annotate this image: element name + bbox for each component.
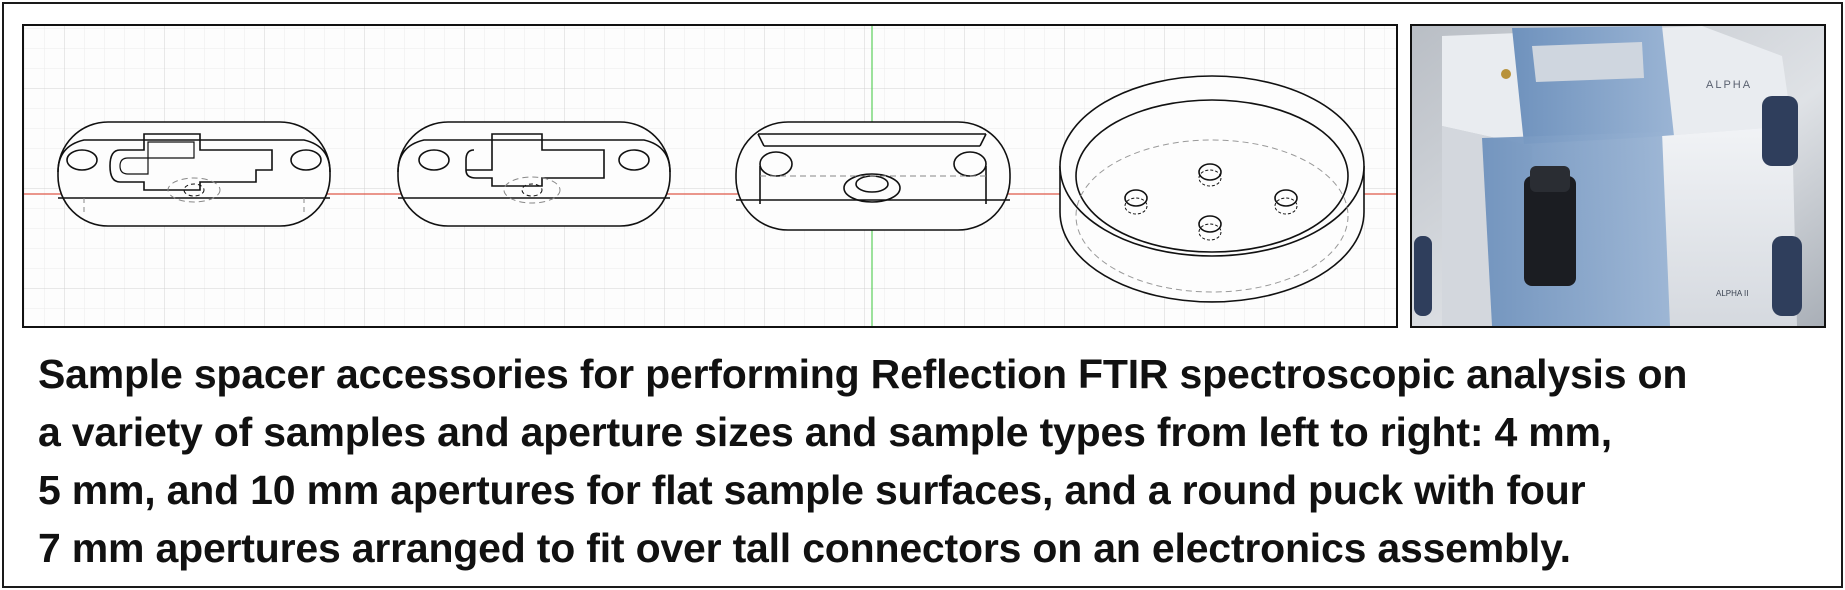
spacer-10mm-drawing xyxy=(735,121,1011,231)
cad-drawing xyxy=(24,26,1396,326)
figure-caption: Sample spacer accessories for performing… xyxy=(38,345,1818,577)
caption-line-2: a variety of samples and aperture sizes … xyxy=(38,409,1612,455)
instrument-badge: ALPHA II xyxy=(1716,289,1748,298)
caption-line-1: Sample spacer accessories for performing… xyxy=(38,351,1688,397)
cad-drawing-panel xyxy=(22,24,1398,328)
spacer-5mm-drawing xyxy=(397,121,671,227)
instrument-illustration: ALPHA ALPHA II xyxy=(1412,26,1824,326)
ftir-instrument-photo: ALPHA ALPHA II xyxy=(1410,24,1826,328)
round-puck-drawing xyxy=(1059,75,1365,303)
caption-line-4: 7 mm apertures arranged to fit over tall… xyxy=(38,525,1571,571)
spacer-4mm-drawing xyxy=(57,121,331,227)
caption-line-3: 5 mm, and 10 mm apertures for flat sampl… xyxy=(38,467,1586,513)
instrument-label: ALPHA xyxy=(1706,79,1752,91)
